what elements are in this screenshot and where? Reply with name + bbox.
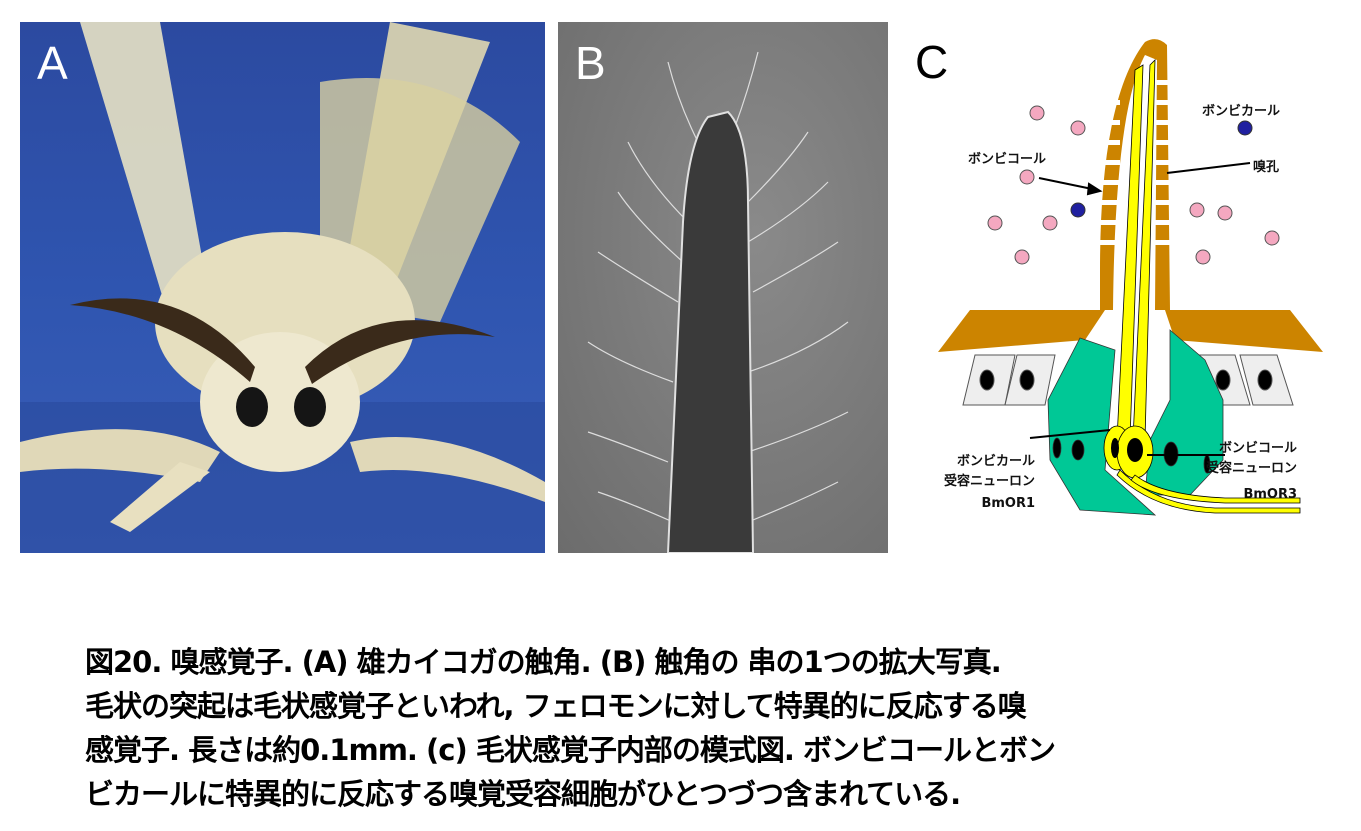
- panel-label-c: C: [915, 36, 948, 88]
- epidermal-cells: [962, 354, 1294, 406]
- label-bombykol: ボンビコール: [968, 151, 1046, 167]
- caption-line: 図20. 嗅感覚子. (A) 雄カイコガの触角. (B) 触角の 串の1つの拡大…: [85, 645, 1002, 679]
- figure-caption: 図20. 嗅感覚子. (A) 雄カイコガの触角. (B) 触角の 串の1つの拡大…: [85, 640, 1325, 816]
- moth-illustration: [20, 22, 545, 553]
- caption-line: 毛状の突起は毛状感覚子といわれ, フェロモンに対して特異的に反応する嗅: [85, 689, 1027, 723]
- caption-line: 感覚子. 長さは約0.1mm. (c) 毛状感覚子内部の模式図. ボンビコールと…: [85, 733, 1056, 767]
- label-left-neuron-3: BmOR1: [981, 496, 1035, 511]
- panel-a-moth-photo: A: [20, 22, 545, 553]
- label-left-neuron-1: ボンビカール: [957, 453, 1035, 469]
- panel-label-b: B: [575, 37, 606, 89]
- cuticle-base: [938, 310, 1323, 352]
- label-pore: 嗅孔: [1253, 159, 1279, 175]
- receptor-neurons: [1103, 59, 1301, 514]
- caption-line: ビカールに特異的に反応する嗅覚受容細胞がひとつづつ含まれている.: [85, 777, 961, 811]
- bombykal-molecules: [1070, 120, 1253, 218]
- bombykol-molecules: [987, 105, 1280, 265]
- sensilla-illustration: [587, 51, 849, 553]
- pointer-lines: [1029, 162, 1251, 456]
- label-bombykal: ボンビカール: [1202, 103, 1280, 119]
- label-left-neuron-2: 受容ニューロン: [944, 473, 1035, 489]
- panel-b-sem-photo: B: [558, 22, 888, 553]
- label-right-neuron-1: ボンビコール: [1219, 440, 1297, 456]
- label-right-neuron-3: BmOR3: [1243, 487, 1297, 502]
- support-cells: [1047, 329, 1224, 516]
- label-right-neuron-2: 受容ニューロン: [1206, 460, 1297, 476]
- sensillum-hair: [1095, 39, 1175, 310]
- panel-label-a: A: [37, 37, 68, 89]
- panel-c-sensillum-diagram: C: [905, 20, 1345, 560]
